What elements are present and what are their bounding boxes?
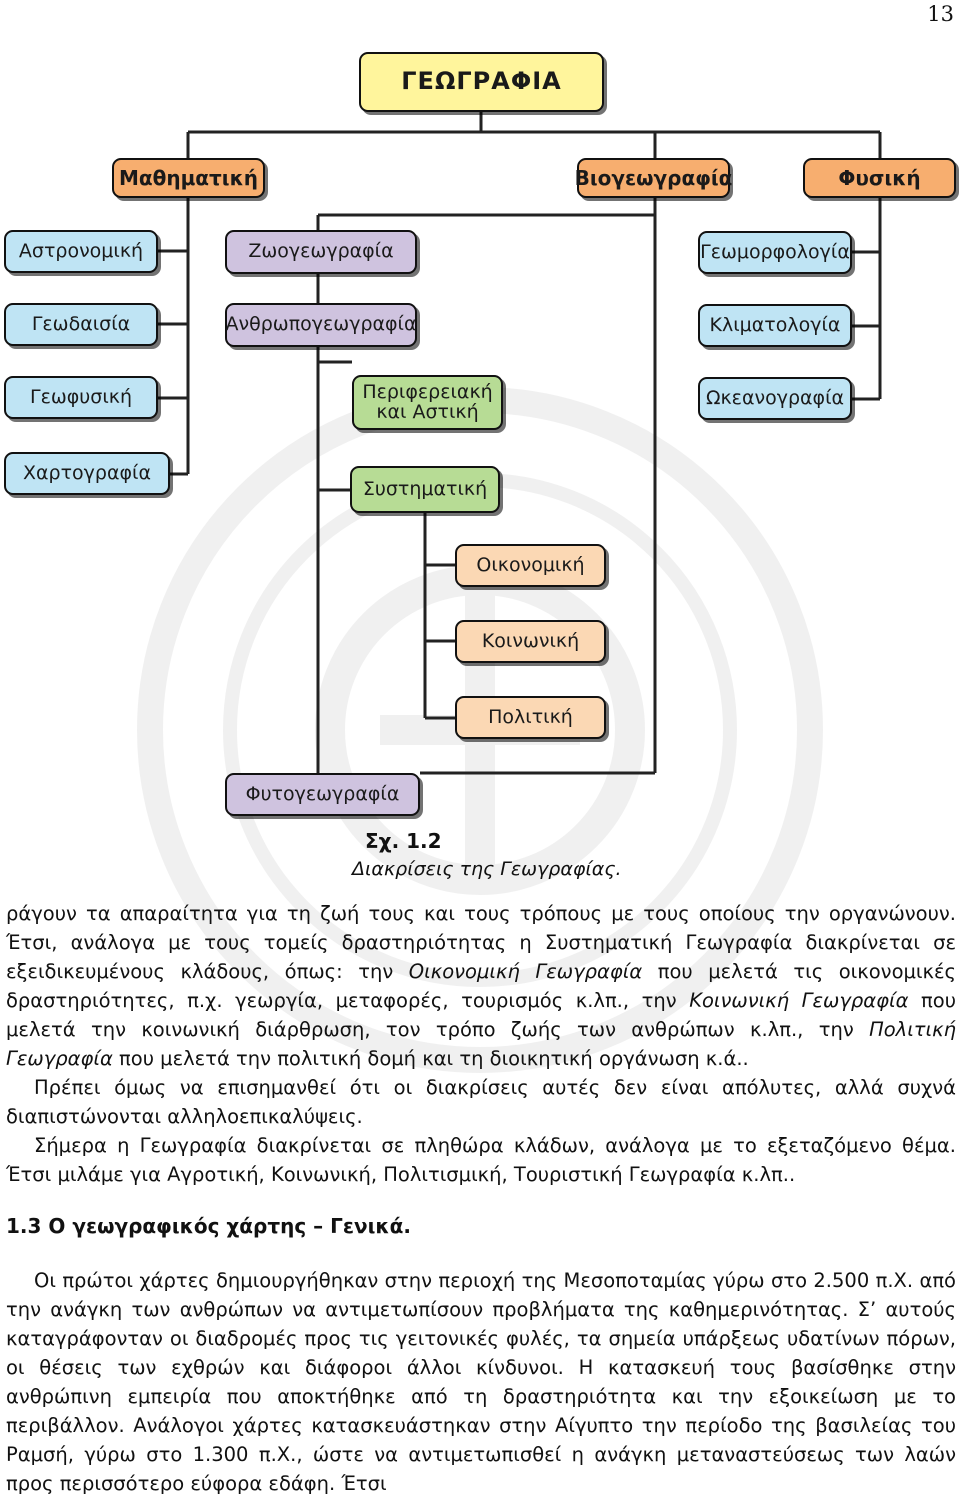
node-geodesy: Γεωδαισία <box>4 303 158 346</box>
root-node-geography: ΓΕΩΓΡΑΦΙΑ <box>359 52 604 112</box>
body-text-upper: ράγουν τα απαραίτητα για τη ζωή τους και… <box>6 899 956 1189</box>
node-economic: Οικονομική <box>455 544 606 587</box>
category-biogeography: Βιογεωγραφία <box>575 158 732 198</box>
node-social: Κοινωνική <box>455 620 606 663</box>
figure-number: Σχ. 1.2 <box>365 829 442 853</box>
node-anthropogeography: Ανθρωπογεωγραφία <box>225 303 417 347</box>
node-astronomical: Αστρονομική <box>4 230 158 273</box>
body-text-lower: Οι πρώτοι χάρτες δημιουργήθηκαν στην περ… <box>6 1266 956 1498</box>
category-physical: Φυσική <box>803 158 956 198</box>
node-cartography: Χαρτογραφία <box>4 452 170 495</box>
node-regional-urban: Περιφερειακή και Αστική <box>352 375 503 430</box>
diagram-connectors <box>158 112 882 775</box>
node-geophysics: Γεωφυσική <box>4 376 158 419</box>
paragraph-3: Σήμερα η Γεωγραφία διακρίνεται σε πληθώρ… <box>6 1134 956 1186</box>
node-oceanography: Ωκεανογραφία <box>698 377 852 420</box>
node-zoogeography: Ζωογεωγραφία <box>225 230 417 274</box>
node-climatology: Κλιματολογία <box>698 304 852 347</box>
paragraph-2: Πρέπει όμως να επισημανθεί ότι οι διακρί… <box>6 1076 956 1128</box>
node-systematic: Συστηματική <box>350 466 500 513</box>
node-geomorphology: Γεωμορφολογία <box>698 231 852 274</box>
paragraph-4: Οι πρώτοι χάρτες δημιουργήθηκαν στην περ… <box>6 1269 956 1495</box>
paragraph-1: ράγουν τα απαραίτητα για τη ζωή τους και… <box>6 902 956 1070</box>
node-phytogeography: Φυτογεωγραφία <box>225 773 420 816</box>
category-mathematical: Μαθηματική <box>112 158 265 198</box>
section-heading: 1.3 Ο γεωγραφικός χάρτης – Γενικά. <box>6 1214 411 1238</box>
page-number: 13 <box>927 2 954 26</box>
figure-caption: Διακρίσεις της Γεωγραφίας. <box>352 858 622 880</box>
node-political: Πολιτική <box>455 696 606 739</box>
